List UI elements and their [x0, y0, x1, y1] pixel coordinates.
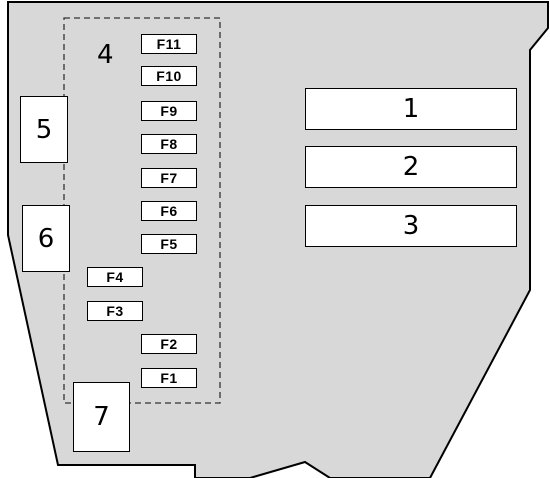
relay-2: 2	[305, 146, 517, 188]
side-box-6: 6	[22, 205, 70, 272]
fuse-f11: F11	[141, 34, 197, 54]
side-box-7: 7	[73, 382, 130, 452]
fuse-f8: F8	[141, 134, 197, 154]
side-box-5: 5	[20, 96, 68, 163]
fuse-f4: F4	[87, 267, 143, 287]
fuse-f6: F6	[141, 201, 197, 221]
fuse-f1: F1	[141, 368, 197, 388]
fuse-f5: F5	[141, 234, 197, 254]
fuse-f7: F7	[141, 168, 197, 188]
fuse-f3: F3	[87, 301, 143, 321]
fuse-f2: F2	[141, 334, 197, 354]
relay-1: 1	[305, 88, 517, 130]
fuse-group-label: 4	[97, 40, 114, 70]
relay-3: 3	[305, 205, 517, 247]
fuse-f10: F10	[141, 66, 197, 86]
fuse-f9: F9	[141, 101, 197, 121]
